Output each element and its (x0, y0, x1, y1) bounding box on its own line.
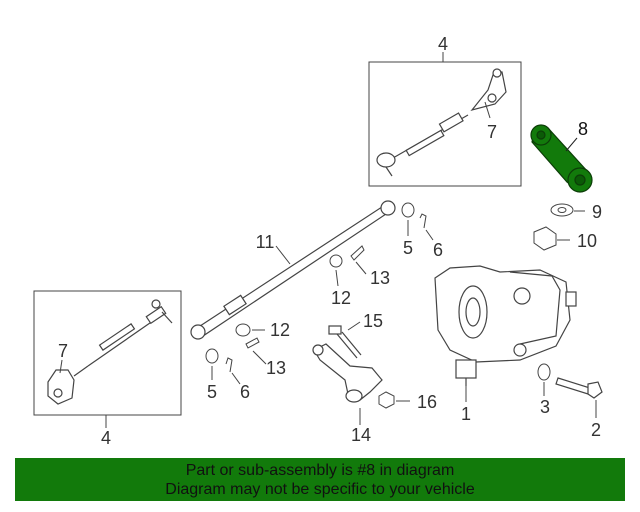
leader-13-mid (252, 350, 267, 365)
bolt-2 (555, 377, 603, 399)
callout-16: 16 (417, 392, 437, 412)
pin-6-bottom (225, 357, 233, 373)
callout-13-top: 13 (370, 268, 390, 288)
callout-6-top: 6 (433, 240, 443, 260)
callout-14: 14 (351, 425, 371, 445)
washer-9-hole (557, 207, 567, 213)
callout-2: 2 (591, 420, 601, 440)
callout-6-bottom: 6 (240, 382, 250, 402)
pin-13-mid (245, 337, 260, 349)
callout-5-bottom: 5 (207, 382, 217, 402)
callout-1: 1 (461, 404, 471, 424)
callout-4-bottom: 4 (101, 428, 111, 448)
callout-8: 8 (578, 119, 588, 139)
pin-6-top (419, 213, 427, 229)
washer-3 (537, 363, 551, 381)
tie-rod-end-assembly-top (376, 68, 507, 177)
leader-13-top (355, 261, 367, 275)
tie-rod-end-assembly-bottom (47, 299, 173, 405)
nut-10 (533, 226, 557, 251)
callout-12-top: 12 (331, 288, 351, 308)
callout-12-mid: 12 (270, 320, 290, 340)
callout-13-mid: 13 (266, 358, 286, 378)
leader-7-left (59, 359, 63, 374)
leader-8 (565, 137, 578, 152)
bolt-15 (328, 325, 362, 359)
highlighted-part-8 (530, 124, 593, 193)
boot-5-top (401, 202, 415, 218)
boot-5-bottom (205, 348, 219, 364)
vehicle-fit-banner: Part or sub-assembly is #8 in diagram Di… (15, 458, 625, 501)
steering-gear-1 (434, 265, 577, 386)
leader-11 (275, 245, 291, 265)
leader-7-top (484, 101, 491, 119)
callout-3: 3 (540, 397, 550, 417)
relay-rod-11 (190, 200, 396, 340)
nut-12-top (329, 254, 343, 268)
callout-7-left: 7 (58, 341, 68, 361)
leader-6-bottom (231, 372, 241, 385)
banner-line-1: Part or sub-assembly is #8 in diagram (185, 462, 455, 479)
nut-12-mid (235, 323, 251, 337)
callout-4-top: 4 (438, 34, 448, 54)
callout-10: 10 (577, 231, 597, 251)
pin-13-top (350, 245, 365, 261)
callout-15: 15 (363, 311, 383, 331)
callout-11: 11 (256, 232, 275, 252)
callout-5-top: 5 (403, 238, 413, 258)
callout-9: 9 (592, 202, 602, 222)
inset-box-top (368, 61, 522, 187)
banner-line-2: Diagram may not be specific to your vehi… (165, 481, 475, 498)
leader-15 (347, 321, 361, 331)
inset-box-bottom (33, 290, 182, 416)
leader-12-top (335, 269, 339, 287)
idler-arm-14 (312, 343, 383, 403)
nut-16 (378, 391, 395, 409)
leader-6-top (425, 229, 434, 241)
callout-7-top: 7 (487, 122, 497, 142)
